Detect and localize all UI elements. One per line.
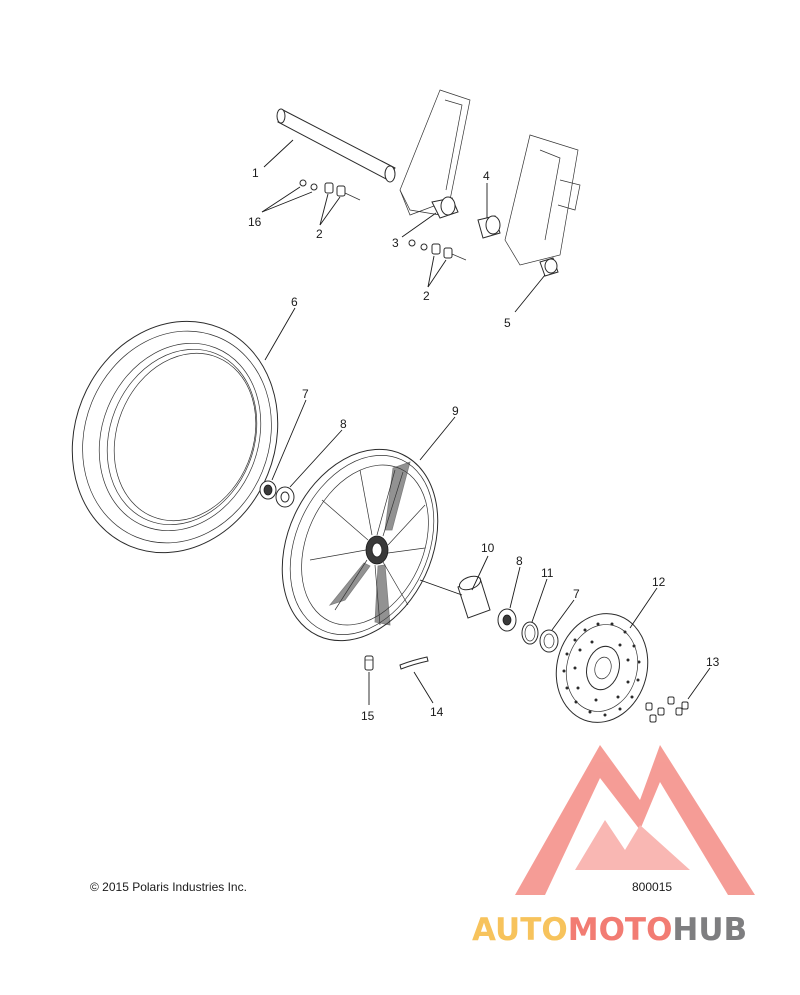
- callout-5: 5: [504, 316, 511, 330]
- wordmark-auto: AUTO: [472, 912, 568, 948]
- callout-10: 10: [481, 541, 495, 555]
- callout-7-left: 7: [302, 387, 309, 401]
- callout-9: 9: [452, 404, 459, 418]
- callout-8-right: 8: [516, 554, 523, 568]
- fork-leg-right: [504, 134, 581, 266]
- brake-disc: [555, 613, 649, 723]
- fork-leg-left: [399, 89, 471, 216]
- pinch-bolts-left: [299, 179, 361, 201]
- wordmark-hub: HUB: [672, 912, 748, 948]
- figure-number: 800015: [632, 880, 673, 894]
- seal-7-left: [259, 480, 277, 500]
- callout-8-left: 8: [340, 417, 347, 431]
- callout-2-left: 2: [316, 227, 323, 241]
- spacer-4: [477, 215, 501, 239]
- wheel-weight: [399, 656, 429, 670]
- tire: [71, 320, 279, 554]
- wheel-rim: [281, 448, 439, 642]
- axle: [276, 108, 396, 183]
- callout-3: 3: [392, 236, 399, 250]
- callout-2-middle: 2: [423, 289, 430, 303]
- callout-13: 13: [706, 655, 720, 669]
- snap-ring: [521, 621, 539, 645]
- leader-lines: [261, 139, 711, 705]
- bearing-8-left: [275, 486, 295, 508]
- valve-stem: [364, 655, 374, 671]
- seal-7-right: [539, 629, 559, 653]
- callout-6: 6: [291, 295, 298, 309]
- callout-11: 11: [541, 566, 554, 580]
- callout-16: 16: [248, 215, 262, 229]
- callout-14: 14: [430, 705, 444, 719]
- callout-7-right: 7: [573, 587, 580, 601]
- callout-12: 12: [652, 575, 666, 589]
- callout-labels: 1 2 2 3 4 5 6 7 7 8 8 9 10 11 12 13 14 1…: [248, 166, 720, 723]
- watermark-logo: [515, 745, 755, 895]
- callout-1: 1: [252, 166, 259, 180]
- spacer-tube: [457, 575, 491, 619]
- bolt-5: [539, 257, 559, 277]
- bearing-8-right: [497, 608, 517, 632]
- pinch-bolts-middle: [408, 239, 467, 261]
- wordmark-moto: MOTO: [567, 912, 673, 948]
- callout-4: 4: [483, 169, 490, 183]
- callout-15: 15: [361, 709, 375, 723]
- watermark-wordmark: AUTOMOTOHUB: [472, 912, 747, 948]
- spacer-3: [431, 196, 459, 219]
- disc-bolts: [645, 696, 689, 723]
- copyright-notice: © 2015 Polaris Industries Inc.: [90, 880, 247, 894]
